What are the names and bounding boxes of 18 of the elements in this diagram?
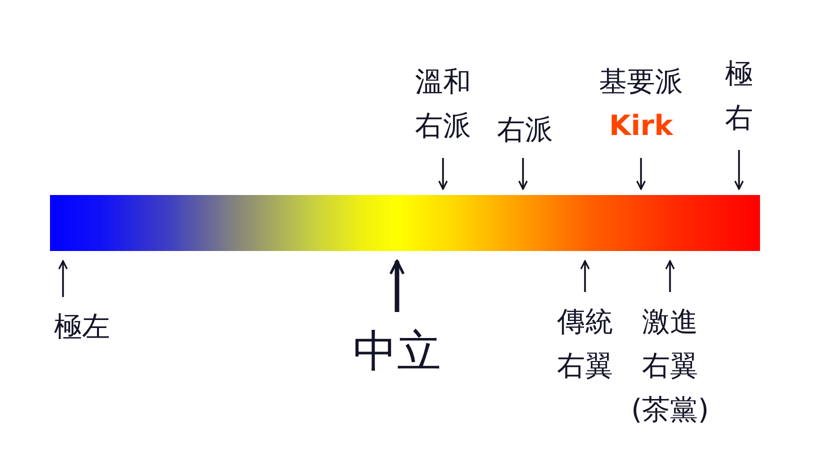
position-label: 極右 <box>724 56 754 136</box>
position-label: 溫和右派 <box>414 64 472 144</box>
arrow <box>665 260 675 292</box>
position-label: 右派 <box>496 112 554 148</box>
name-label: Kirk <box>608 108 674 144</box>
gradient-bar <box>50 195 760 251</box>
position-label: 中立 <box>352 325 442 379</box>
position-label: 極左 <box>53 309 111 345</box>
arrow <box>734 150 744 190</box>
arrow <box>518 158 528 190</box>
position-label: 傳統右翼 <box>556 304 614 384</box>
position-label: 激進右翼(茶黨) <box>630 304 710 428</box>
arrow <box>389 260 405 312</box>
position-label: 基要派 <box>598 64 684 100</box>
arrow <box>580 260 590 292</box>
arrow <box>636 158 646 190</box>
arrow <box>438 158 448 190</box>
arrow <box>58 260 68 297</box>
